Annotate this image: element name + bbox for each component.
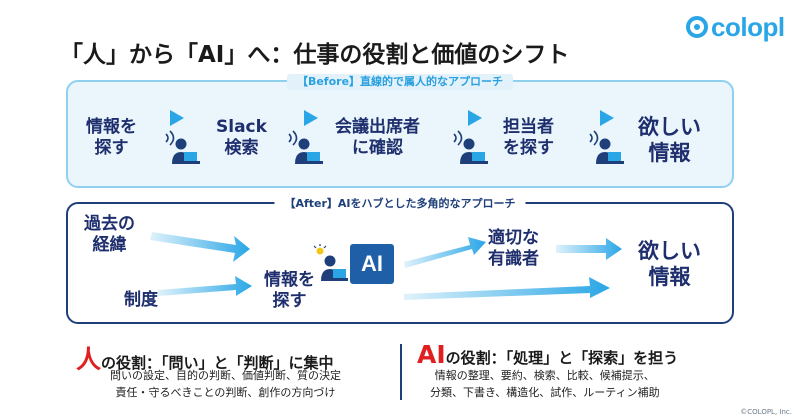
arrow-right-icon bbox=[170, 110, 184, 126]
logo-mark-icon bbox=[686, 16, 708, 38]
arrow-right-icon bbox=[304, 110, 318, 126]
copyright: ©COLOPL, Inc. bbox=[740, 408, 792, 416]
after-search: 情報を探す bbox=[264, 270, 315, 312]
before-panel: 【Before】直線的で属人的なアプローチ bbox=[66, 74, 734, 188]
ai-hub-badge: AI bbox=[350, 244, 394, 284]
page-title: 「人」から「AI」へ：仕事の役割と価値のシフト bbox=[60, 42, 570, 68]
logo-text: colopl bbox=[711, 12, 785, 42]
before-step-3: 会議出席者に確認 bbox=[335, 117, 420, 159]
role-divider bbox=[400, 344, 402, 400]
before-step-4: 担当者を探す bbox=[503, 117, 554, 159]
person-idea-icon bbox=[313, 244, 348, 281]
after-panel: 【After】AIをハブとした多角的なアプローチ bbox=[66, 196, 734, 324]
before-header: 【Before】直線的で属人的なアプローチ bbox=[286, 74, 514, 90]
after-source-system: 制度 bbox=[124, 290, 158, 310]
colopl-logo: colopl bbox=[686, 14, 785, 40]
ai-role-description: 情報の整理、要約、検索、比較、候補提示、分類、下書き、構造化、試作、ルーティン補… bbox=[430, 369, 660, 399]
after-header: 【After】AIをハブとした多角的なアプローチ bbox=[274, 196, 526, 212]
person-at-laptop-icon bbox=[165, 130, 200, 164]
after-source-past: 過去の経緯 bbox=[84, 214, 135, 256]
human-role-heading: 人の役割：「問い」と「判断」に集中 bbox=[76, 345, 334, 374]
human-role-description: 問いの設定、目的の判断、価値判断、質の決定責任・守るべきことの判断、創作の方向づ… bbox=[110, 369, 341, 399]
person-at-laptop-icon bbox=[453, 130, 488, 164]
ai-role-heading: AIの役割：「処理」と「探索」を担う bbox=[417, 340, 679, 369]
arrow-right-icon bbox=[600, 110, 614, 126]
arrow-right-icon bbox=[468, 110, 482, 126]
before-result: 欲しい情報 bbox=[638, 115, 701, 166]
person-at-laptop-icon bbox=[288, 130, 323, 164]
after-expert: 適切な有識者 bbox=[488, 228, 539, 270]
before-step-1: 情報を探す bbox=[86, 117, 137, 159]
person-at-laptop-icon bbox=[589, 130, 624, 164]
after-result: 欲しい情報 bbox=[638, 239, 701, 290]
